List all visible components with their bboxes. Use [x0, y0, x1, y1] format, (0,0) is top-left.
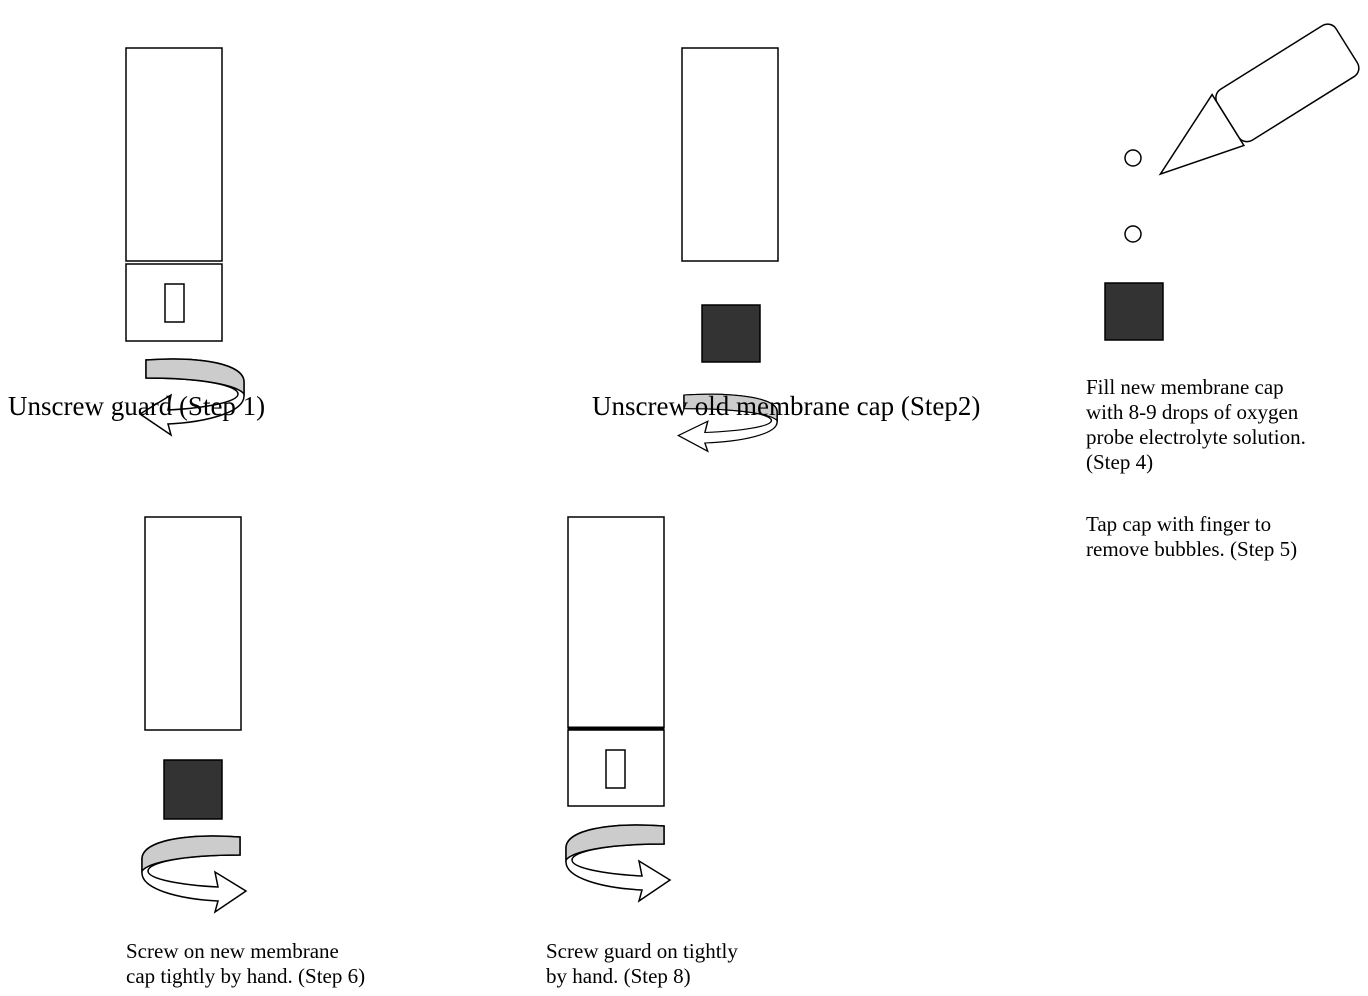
step6-caption: Screw on new membrane cap tightly by han…: [126, 939, 365, 989]
step5-caption-line: remove bubbles. (Step 5): [1086, 537, 1298, 561]
step6-caption-line: Screw on new membrane: [126, 939, 339, 963]
step5-caption: Tap cap with finger to remove bubbles. (…: [1086, 512, 1297, 562]
step2-probe-body: [681, 47, 779, 262]
step1-caption: Unscrew guard (Step 1): [8, 391, 266, 421]
step4-caption-line: (Step 4): [1086, 450, 1154, 474]
step6-new-membrane-cap: [163, 759, 223, 820]
step8-guard-window: [605, 749, 626, 789]
step6-rotate-arrow-icon: [141, 835, 247, 913]
step4-caption: Fill new membrane cap with 8-9 drops of …: [1086, 375, 1306, 475]
step4-drop-icon: [1124, 225, 1142, 243]
step5-caption-line: Tap cap with finger to: [1086, 512, 1272, 536]
step8-caption: Screw guard on tightly by hand. (Step 8): [546, 939, 738, 989]
step8-probe: [567, 516, 665, 807]
step4-caption-line: probe electrolyte solution.: [1086, 425, 1306, 449]
step8-caption-line: by hand. (Step 8): [546, 964, 691, 988]
step1-guard-window: [164, 283, 185, 323]
step1-probe: [125, 47, 223, 342]
step6-caption-line: cap tightly by hand. (Step 6): [126, 964, 366, 988]
step8-caption-line: Screw guard on tightly: [546, 939, 738, 963]
step8-rotate-arrow-icon: [565, 824, 671, 902]
step4-caption-line: with 8-9 drops of oxygen: [1086, 400, 1299, 424]
step1-probe-body: [125, 47, 223, 262]
step2-caption: Unscrew old membrane cap (Step2): [592, 391, 981, 421]
step4-new-membrane-cap: [1104, 282, 1164, 341]
step6-probe-body: [144, 516, 242, 731]
step4-caption-line: Fill new membrane cap: [1086, 375, 1284, 399]
step4-drop-icon: [1124, 149, 1142, 167]
step2-old-membrane-cap: [701, 304, 761, 363]
step4-dropper-icon: [1158, 23, 1360, 176]
step6-probe: [144, 516, 242, 820]
step8-probe-body: [567, 516, 665, 729]
step2-probe: [681, 47, 779, 363]
